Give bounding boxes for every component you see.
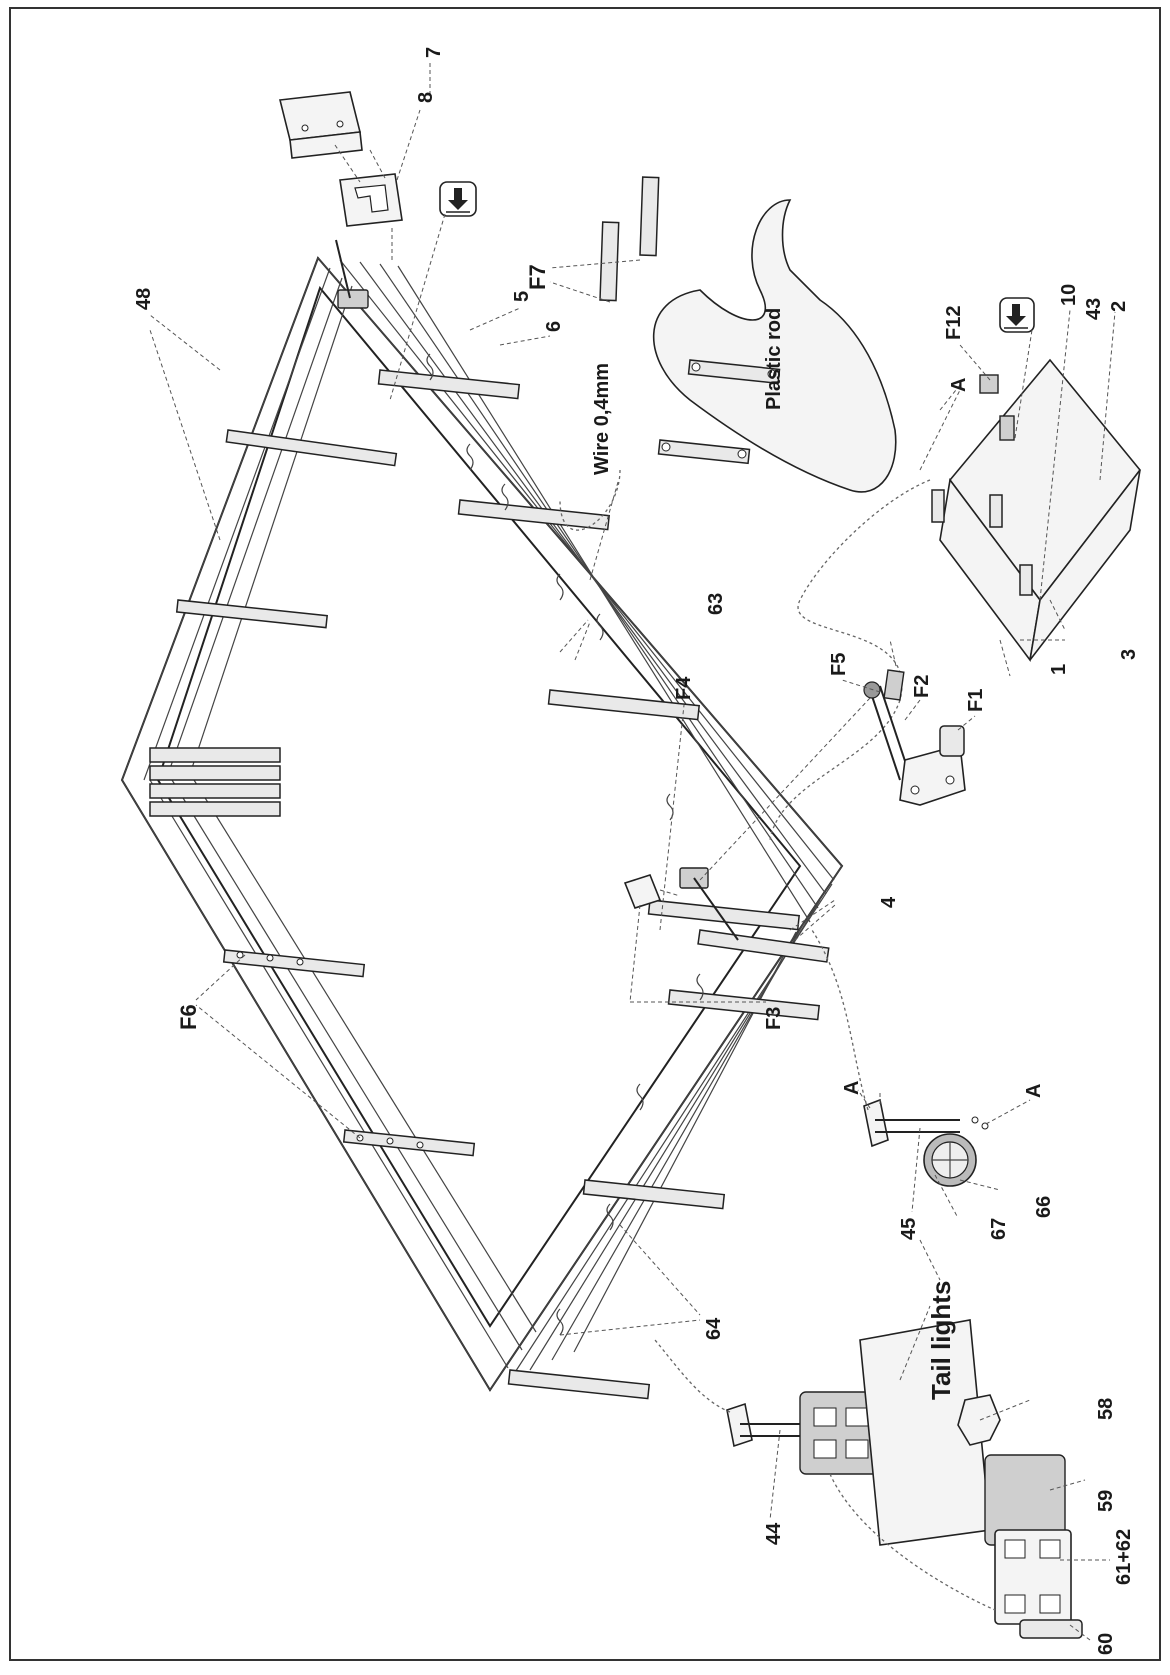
wire-path-5 <box>829 1473 996 1611</box>
label-3: 3 <box>1118 649 1140 660</box>
label-f7: F7 <box>525 264 550 290</box>
label-7: 7 <box>423 47 445 58</box>
label-63: 63 <box>705 593 727 615</box>
label-4: 4 <box>878 896 900 908</box>
part-60-frame <box>1019 1619 1083 1639</box>
label-66: 66 <box>1033 1196 1055 1218</box>
part-7-cap <box>279 91 363 159</box>
part-f12-plate <box>979 374 999 394</box>
label-a-light-1: A <box>841 1081 863 1095</box>
label-5: 5 <box>511 291 533 302</box>
label-f12: F12 <box>943 306 965 340</box>
wire-path-2 <box>769 479 931 841</box>
label-67: 67 <box>988 1218 1010 1240</box>
part-58-bracket <box>957 1394 1001 1446</box>
upright-symbol-icon <box>439 181 477 217</box>
wire-path-4 <box>654 1339 731 1413</box>
tail-lights-assembly <box>726 1319 1083 1639</box>
label-1: 1 <box>1048 664 1070 675</box>
label-64: 64 <box>703 1317 725 1340</box>
label-tail-lights: Tail lights <box>926 1281 956 1400</box>
label-f5: F5 <box>828 653 850 676</box>
label-45: 45 <box>898 1218 920 1240</box>
label-58: 58 <box>1095 1398 1117 1420</box>
label-f3: F3 <box>763 1007 785 1030</box>
part-8-bracket <box>339 173 403 227</box>
support-leg <box>863 669 966 806</box>
label-48: 48 <box>133 288 155 310</box>
part-a-bracket <box>863 1098 889 1148</box>
label-f1: F1 <box>965 689 987 712</box>
label-f6: F6 <box>176 1004 201 1030</box>
label-plastic-rod: Plastic rod <box>763 308 785 410</box>
upright-symbol-icon <box>999 297 1035 333</box>
label-10: 10 <box>1058 284 1080 306</box>
label-f2: F2 <box>911 675 933 698</box>
page-border <box>9 7 1161 1661</box>
label-59: 59 <box>1095 1490 1117 1512</box>
part-f3-plate <box>623 874 662 909</box>
wire-path-3 <box>811 929 869 1111</box>
label-43: 43 <box>1083 298 1105 320</box>
label-a-toolbox: A <box>948 378 970 392</box>
label-6: 6 <box>543 321 565 332</box>
label-f4: F4 <box>673 676 695 700</box>
label-8: 8 <box>415 92 437 103</box>
label-61-62: 61+62 <box>1113 1529 1135 1585</box>
label-44: 44 <box>763 1522 785 1545</box>
rear-light-assembly <box>863 1098 989 1187</box>
label-a-light-2: A <box>1023 1084 1045 1098</box>
mudguard <box>599 176 897 493</box>
label-60: 60 <box>1095 1633 1117 1655</box>
tool-box <box>931 358 1142 662</box>
tool-box-lock <box>999 415 1015 441</box>
label-wire: Wire 0,4mm <box>591 363 613 475</box>
label-2: 2 <box>1108 301 1130 312</box>
plastic-rod <box>883 669 905 701</box>
wire-path-1 <box>559 469 621 531</box>
